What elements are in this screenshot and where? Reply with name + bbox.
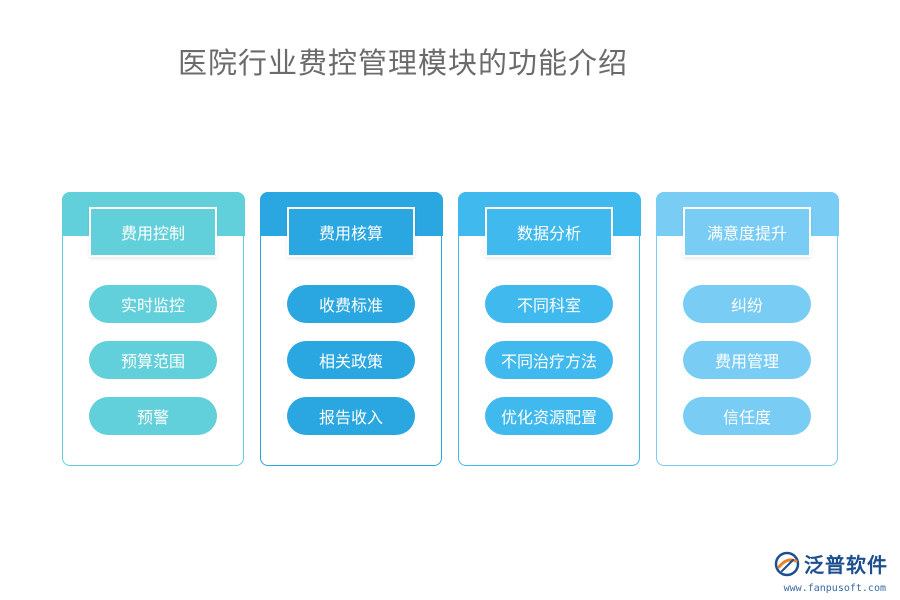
brand-url: www.fanpusoft.com <box>783 583 886 594</box>
card-cost-accounting: 费用核算 收费标准 相关政策 报告收入 <box>259 191 443 466</box>
card-item: 相关政策 <box>287 341 415 379</box>
brand-name: 泛普软件 <box>804 553 888 577</box>
page-title: 医院行业费控管理模块的功能介绍 <box>178 46 629 80</box>
card-cost-control: 费用控制 实时监控 预算范围 预警 <box>61 191 245 466</box>
brand-logo: 泛普软件 <box>774 549 888 578</box>
card-header: 费用控制 <box>89 207 217 257</box>
card-item: 费用管理 <box>683 341 811 379</box>
card-item: 预算范围 <box>89 341 217 379</box>
card-item: 优化资源配置 <box>485 397 613 435</box>
card-item: 信任度 <box>683 397 811 435</box>
card-item: 收费标准 <box>287 285 415 323</box>
card-item: 不同科室 <box>485 285 613 323</box>
card-header: 满意度提升 <box>683 207 811 257</box>
card-item: 报告收入 <box>287 397 415 435</box>
card-item: 预警 <box>89 397 217 435</box>
card-item: 不同治疗方法 <box>485 341 613 379</box>
card-header: 数据分析 <box>485 207 613 257</box>
card-item: 实时监控 <box>89 285 217 323</box>
card-item: 纠纷 <box>683 285 811 323</box>
card-satisfaction: 满意度提升 纠纷 费用管理 信任度 <box>655 191 839 466</box>
card-header: 费用核算 <box>287 207 415 257</box>
card-data-analysis: 数据分析 不同科室 不同治疗方法 优化资源配置 <box>457 191 641 466</box>
fanpu-logo-icon <box>774 551 800 576</box>
